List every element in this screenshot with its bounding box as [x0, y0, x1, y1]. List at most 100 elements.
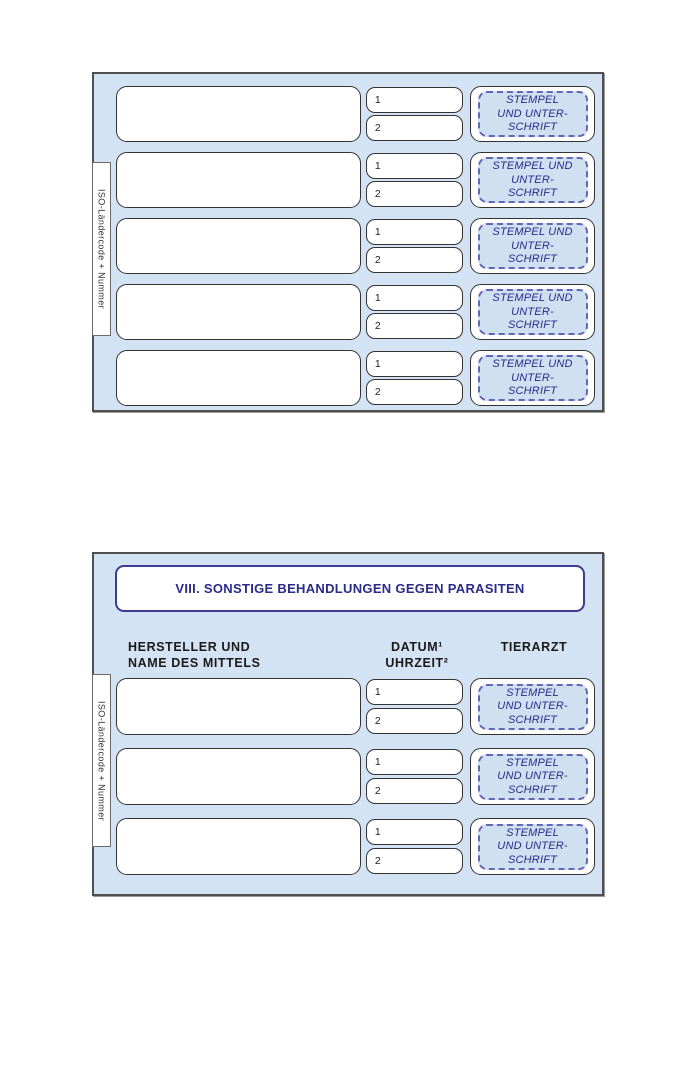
product-name-field[interactable] — [116, 284, 361, 340]
stamp-text-line: UND UNTER- — [497, 840, 568, 852]
product-name-field[interactable] — [116, 818, 361, 875]
field-number: 1 — [374, 826, 381, 838]
column-header-manufacturer: HERSTELLER UND NAME DES MITTELS — [128, 640, 261, 670]
stamp-text-line: STEMPEL — [506, 94, 559, 106]
section-viii-panel: VIII. SONSTIGE BEHANDLUNGEN GEGEN PARASI… — [92, 552, 604, 896]
stamp-text-line: SCHRIFT — [507, 253, 558, 265]
field-number: 2 — [374, 254, 381, 266]
stamp-text-line: SCHRIFT — [507, 713, 558, 726]
vet-stamp-cell: STEMPEL UND UNTER- SCHRIFT — [470, 284, 595, 340]
stamp-signature-area: STEMPEL UND UNTER- SCHRIFT — [477, 289, 588, 335]
stamp-text-line: UNTER- — [511, 371, 554, 384]
date-field[interactable]: 1 — [365, 285, 464, 311]
treatment-row: 1 2 STEMPEL UND UNTER- SCHRIFT — [116, 350, 595, 406]
stamp-signature-area: STEMPEL UND UNTER- SCHRIFT — [477, 823, 588, 870]
date-time-fields: 1 2 — [365, 218, 464, 274]
product-name-field[interactable] — [116, 218, 361, 274]
column-headers: HERSTELLER UND NAME DES MITTELS DATUM¹ U… — [94, 639, 602, 675]
field-number: 1 — [374, 226, 381, 238]
treatment-row: 1 2 STEMPEL UND UNTER- SCHRIFT — [116, 284, 595, 340]
field-number: 2 — [374, 386, 381, 398]
stamp-signature-area: STEMPEL UND UNTER- SCHRIFT — [477, 355, 588, 401]
date-time-fields: 1 2 — [365, 86, 464, 142]
product-name-field[interactable] — [116, 678, 361, 735]
product-name-field[interactable] — [116, 748, 361, 805]
time-field[interactable]: 2 — [365, 247, 464, 273]
stamp-text-line: SCHRIFT — [507, 121, 558, 133]
stamp-text-line: UND UNTER- — [497, 770, 568, 782]
stamp-text-line: STEMPEL UND — [492, 160, 573, 172]
vet-stamp-cell: STEMPEL UND UNTER- SCHRIFT — [470, 678, 595, 735]
stamp-signature-area: STEMPEL UND UNTER- SCHRIFT — [477, 683, 588, 730]
treatment-row: 1 2 STEMPEL UND UNTER- SCHRIFT — [116, 678, 595, 735]
stamp-text-line: STEMPEL — [506, 686, 559, 699]
stamp-signature-area: STEMPEL UND UNTER- SCHRIFT — [477, 157, 588, 203]
stamp-text-line: UNTER- — [511, 173, 554, 186]
date-field[interactable]: 1 — [365, 87, 464, 113]
treatment-row: 1 2 STEMPEL UND UNTER- SCHRIFT — [116, 748, 595, 805]
iso-code-tab: ISO-Ländercode + Nummer — [92, 162, 111, 336]
field-number: 1 — [374, 358, 381, 370]
stamp-text-line: UND UNTER- — [497, 107, 568, 120]
field-number: 1 — [374, 94, 381, 106]
field-number: 2 — [374, 320, 381, 332]
stamp-text-line: SCHRIFT — [507, 385, 558, 397]
vet-stamp-cell: STEMPEL UND UNTER- SCHRIFT — [470, 152, 595, 208]
date-time-fields: 1 2 — [365, 678, 464, 735]
column-header-datetime: DATUM¹ UHRZEIT² — [385, 640, 449, 670]
iso-code-tab: ISO-Ländercode + Nummer — [92, 674, 111, 847]
stamp-text-line: SCHRIFT — [507, 853, 558, 866]
time-field[interactable]: 2 — [365, 181, 464, 207]
section-title-box: VIII. SONSTIGE BEHANDLUNGEN GEGEN PARASI… — [115, 565, 585, 612]
stamp-text-line: STEMPEL UND — [492, 226, 573, 238]
date-time-fields: 1 2 — [365, 284, 464, 340]
stamp-text-line: UNTER- — [511, 305, 554, 318]
date-field[interactable]: 1 — [365, 351, 464, 377]
date-time-fields: 1 2 — [365, 818, 464, 875]
field-number: 2 — [374, 122, 381, 134]
date-field[interactable]: 1 — [365, 679, 464, 705]
treatment-rows: 1 2 STEMPEL UND UNTER- SCHRIFT 1 — [116, 678, 595, 875]
date-time-fields: 1 2 — [365, 748, 464, 805]
date-field[interactable]: 1 — [365, 819, 464, 845]
stamp-text-line: UND UNTER- — [497, 700, 568, 712]
vet-stamp-cell: STEMPEL UND UNTER- SCHRIFT — [470, 748, 595, 805]
time-field[interactable]: 2 — [365, 379, 464, 405]
field-number: 1 — [374, 686, 381, 698]
time-field[interactable]: 2 — [365, 313, 464, 339]
product-name-field[interactable] — [116, 152, 361, 208]
column-header-vet: TIERARZT — [500, 640, 568, 654]
product-name-field[interactable] — [116, 350, 361, 406]
date-field[interactable]: 1 — [365, 749, 464, 775]
stamp-text-line: STEMPEL UND — [492, 292, 573, 304]
stamp-text-line: STEMPEL — [506, 826, 559, 839]
iso-code-label: ISO-Ländercode + Nummer — [96, 700, 107, 821]
vet-stamp-cell: STEMPEL UND UNTER- SCHRIFT — [470, 86, 595, 142]
time-field[interactable]: 2 — [365, 778, 464, 804]
treatment-row: 1 2 STEMPEL UND UNTER- SCHRIFT — [116, 218, 595, 274]
stamp-text-line: SCHRIFT — [507, 187, 558, 199]
field-number: 2 — [374, 785, 381, 797]
treatment-grid-panel-top: ISO-Ländercode + Nummer 1 2 STEMPEL UND … — [92, 72, 604, 412]
date-time-fields: 1 2 — [365, 152, 464, 208]
stamp-signature-area: STEMPEL UND UNTER- SCHRIFT — [477, 91, 588, 137]
time-field[interactable]: 2 — [365, 848, 464, 874]
stamp-text-line: UNTER- — [511, 239, 554, 252]
field-number: 2 — [374, 855, 381, 867]
vet-stamp-cell: STEMPEL UND UNTER- SCHRIFT — [470, 818, 595, 875]
field-number: 2 — [374, 188, 381, 200]
iso-code-label: ISO-Ländercode + Nummer — [96, 189, 107, 309]
treatment-rows: 1 2 STEMPEL UND UNTER- SCHRIFT 1 — [116, 86, 595, 406]
time-field[interactable]: 2 — [365, 115, 464, 141]
treatment-row: 1 2 STEMPEL UND UNTER- SCHRIFT — [116, 86, 595, 142]
section-title: VIII. SONSTIGE BEHANDLUNGEN GEGEN PARASI… — [175, 581, 525, 596]
stamp-signature-area: STEMPEL UND UNTER- SCHRIFT — [477, 753, 588, 800]
field-number: 1 — [374, 756, 381, 768]
date-field[interactable]: 1 — [365, 219, 464, 245]
product-name-field[interactable] — [116, 86, 361, 142]
stamp-text-line: STEMPEL UND — [492, 358, 573, 370]
date-field[interactable]: 1 — [365, 153, 464, 179]
vet-stamp-cell: STEMPEL UND UNTER- SCHRIFT — [470, 218, 595, 274]
time-field[interactable]: 2 — [365, 708, 464, 734]
